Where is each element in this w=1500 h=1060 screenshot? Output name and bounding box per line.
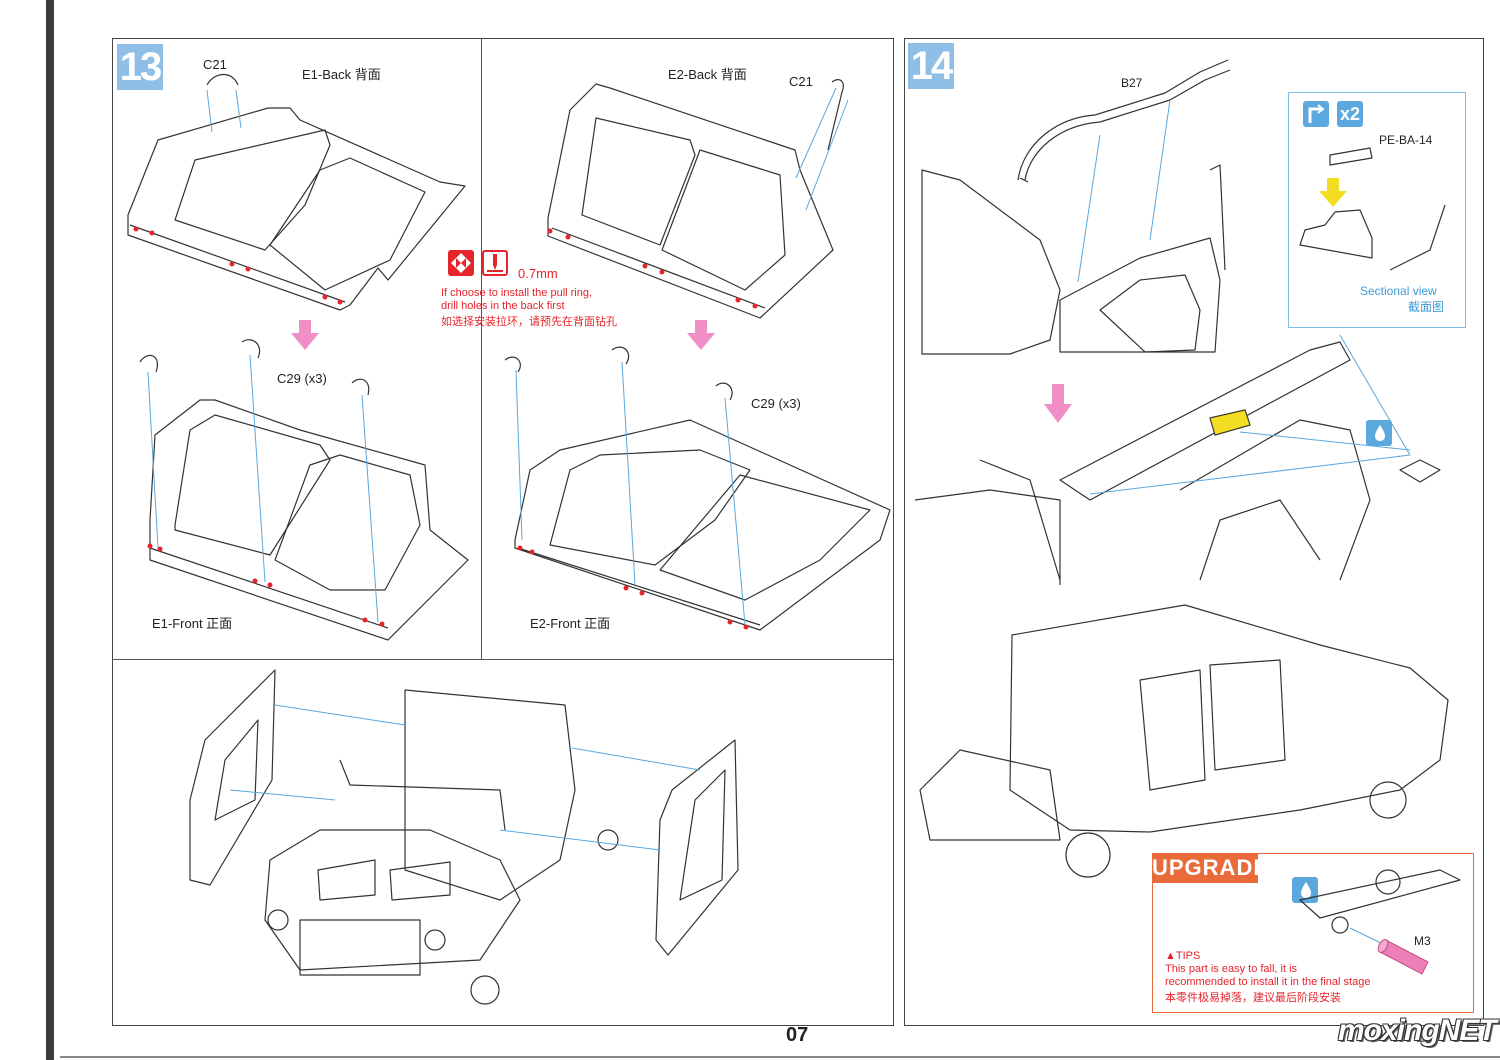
rear-cab-drawing	[921, 164, 1226, 355]
watermark: moxingNET	[1338, 1014, 1497, 1047]
binding-edge	[46, 0, 54, 1060]
tips-cn: 本零件极易掉落，建议最后阶段安装	[1165, 992, 1341, 1004]
quantity-badge: x2	[1337, 101, 1363, 127]
pe-part-highlight	[1209, 409, 1251, 436]
vehicle-assembly-drawing	[189, 669, 739, 1005]
tips-title: ▲TIPS	[1165, 950, 1201, 962]
e1-front-label: E1-Front 正面	[152, 616, 233, 631]
pe-ba-14-drawing	[1299, 147, 1446, 271]
step-13-vertical-divider	[481, 38, 482, 660]
drill-pattern-icon	[448, 250, 474, 276]
sectional-view-label-cn: 截面图	[1408, 300, 1445, 314]
c29-left-label: C29 (x3)	[277, 371, 327, 386]
page-number: 07	[786, 1024, 809, 1046]
e1-front-panel-drawing	[139, 339, 469, 641]
c21-right-label: C21	[789, 74, 813, 89]
sectional-view-box	[1288, 92, 1466, 328]
pe-part-label: PE-BA-14	[1379, 133, 1433, 147]
glue-icon	[1366, 420, 1392, 446]
bottom-rule	[60, 1056, 1500, 1058]
bend-tool-icon	[1303, 101, 1329, 127]
full-vehicle-drawing	[919, 604, 1449, 895]
e2-back-label: E2-Back 背面	[668, 67, 747, 82]
drill-note-line2: drill holes in the back first	[441, 300, 565, 312]
step-13-badge: 13	[117, 44, 163, 90]
e2-front-panel-drawing	[504, 346, 891, 631]
e1-back-panel-drawing	[127, 73, 466, 311]
c29-right-label: C29 (x3)	[751, 396, 801, 411]
drill-size: 0.7mm	[518, 266, 558, 281]
m3-label: M3	[1414, 934, 1431, 948]
guide-lines	[147, 87, 1411, 946]
drill-note-cn: 如选择安装拉环，请预先在背面钻孔	[441, 316, 617, 328]
pink-arrows	[291, 320, 1072, 423]
step-13-horizontal-divider	[112, 659, 894, 660]
yellow-arrow	[1319, 178, 1347, 207]
roll-cage-drawing	[914, 341, 1441, 585]
step-13-panel	[112, 38, 894, 1026]
e2-front-label: E2-Front 正面	[530, 616, 611, 631]
drill-note-line1: If choose to install the pull ring,	[441, 287, 593, 299]
e2-back-panel-drawing	[547, 79, 844, 319]
m3-rod	[1377, 939, 1429, 975]
drill-points	[133, 226, 758, 630]
upgrade-title: UPGRADE	[1152, 853, 1268, 883]
drill-bit-icon	[482, 250, 508, 276]
tips-line1: This part is easy to fall, it is	[1165, 963, 1298, 975]
c21-left-label: C21	[203, 57, 227, 72]
upgrade-part-drawing	[1299, 869, 1461, 934]
step-14-badge: 14	[908, 43, 954, 89]
tips-line2: recommended to install it in the final s…	[1165, 976, 1371, 988]
sectional-view-label: Sectional view	[1360, 284, 1437, 298]
b27-label: B27	[1121, 76, 1143, 90]
e1-back-label: E1-Back 背面	[302, 67, 381, 82]
b27-handle-drawing	[1017, 59, 1231, 183]
